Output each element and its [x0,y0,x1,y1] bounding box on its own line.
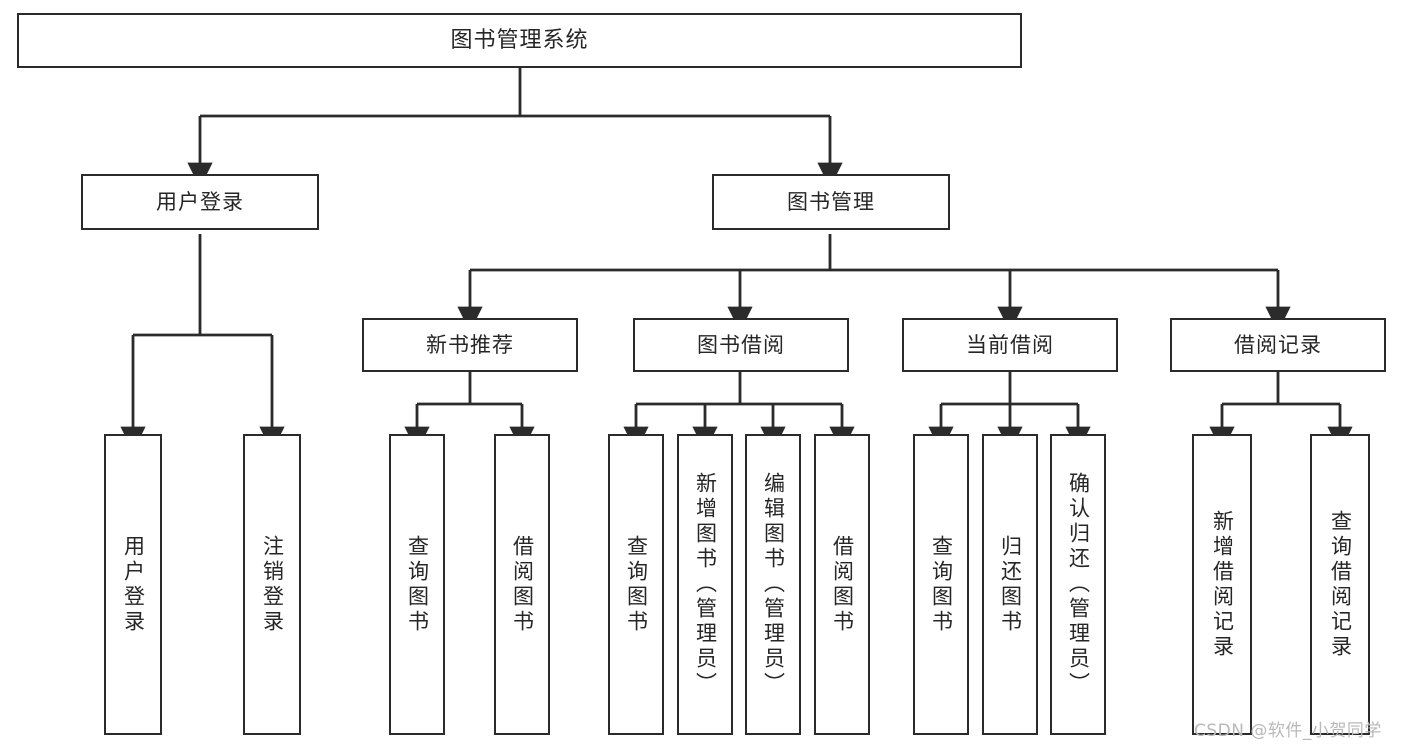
node-leaf-query-book-2[interactable]: 查询图书 [608,434,664,735]
node-label: 查询图书 [624,534,649,635]
node-label: 编辑图书（管理员） [761,472,786,697]
node-user-login[interactable]: 用户登录 [81,174,319,230]
node-label: 查询借阅记录 [1328,509,1353,660]
node-leaf-borrow-book-1[interactable]: 借阅图书 [494,434,550,735]
node-new-book-recommend[interactable]: 新书推荐 [362,318,578,372]
node-leaf-confirm-return[interactable]: 确认归还（管理员） [1050,434,1106,735]
node-label: 查询图书 [405,534,430,635]
node-label: 图书管理 [787,189,875,214]
node-leaf-borrow-book-2[interactable]: 借阅图书 [814,434,870,735]
node-label: 新增图书（管理员） [693,472,718,697]
node-label: 注销登录 [260,534,285,635]
node-borrow-record[interactable]: 借阅记录 [1170,318,1386,372]
node-label: 当前借阅 [966,332,1054,357]
node-leaf-query-book-3[interactable]: 查询图书 [913,434,969,735]
node-book-management[interactable]: 图书管理 [712,174,950,230]
node-leaf-return-book[interactable]: 归还图书 [982,434,1038,735]
node-label: 用户登录 [156,189,244,214]
node-label: 新增借阅记录 [1210,509,1235,660]
node-label: 图书借阅 [697,332,785,357]
node-label: 查询图书 [929,534,954,635]
node-label: 借阅图书 [510,534,535,635]
node-leaf-user-login[interactable]: 用户登录 [104,434,162,735]
node-label: 新书推荐 [426,332,514,357]
node-label: 借阅记录 [1234,332,1322,357]
node-label: 确认归还（管理员） [1066,472,1091,697]
node-leaf-add-book[interactable]: 新增图书（管理员） [677,434,733,735]
node-leaf-query-book-1[interactable]: 查询图书 [389,434,445,735]
csdn-watermark: CSDN @软件_小贺同学 [1194,721,1382,741]
node-leaf-query-record[interactable]: 查询借阅记录 [1310,434,1370,735]
node-label: 借阅图书 [830,534,855,635]
node-book-borrow[interactable]: 图书借阅 [633,318,849,372]
node-label: 归还图书 [998,534,1023,635]
node-leaf-edit-book[interactable]: 编辑图书（管理员） [745,434,801,735]
node-leaf-logout-login[interactable]: 注销登录 [243,434,301,735]
node-leaf-add-record[interactable]: 新增借阅记录 [1192,434,1252,735]
node-current-borrow[interactable]: 当前借阅 [902,318,1118,372]
node-label: 图书管理系统 [450,27,589,53]
node-root-book-management-system[interactable]: 图书管理系统 [17,13,1022,68]
node-label: 用户登录 [121,534,146,635]
